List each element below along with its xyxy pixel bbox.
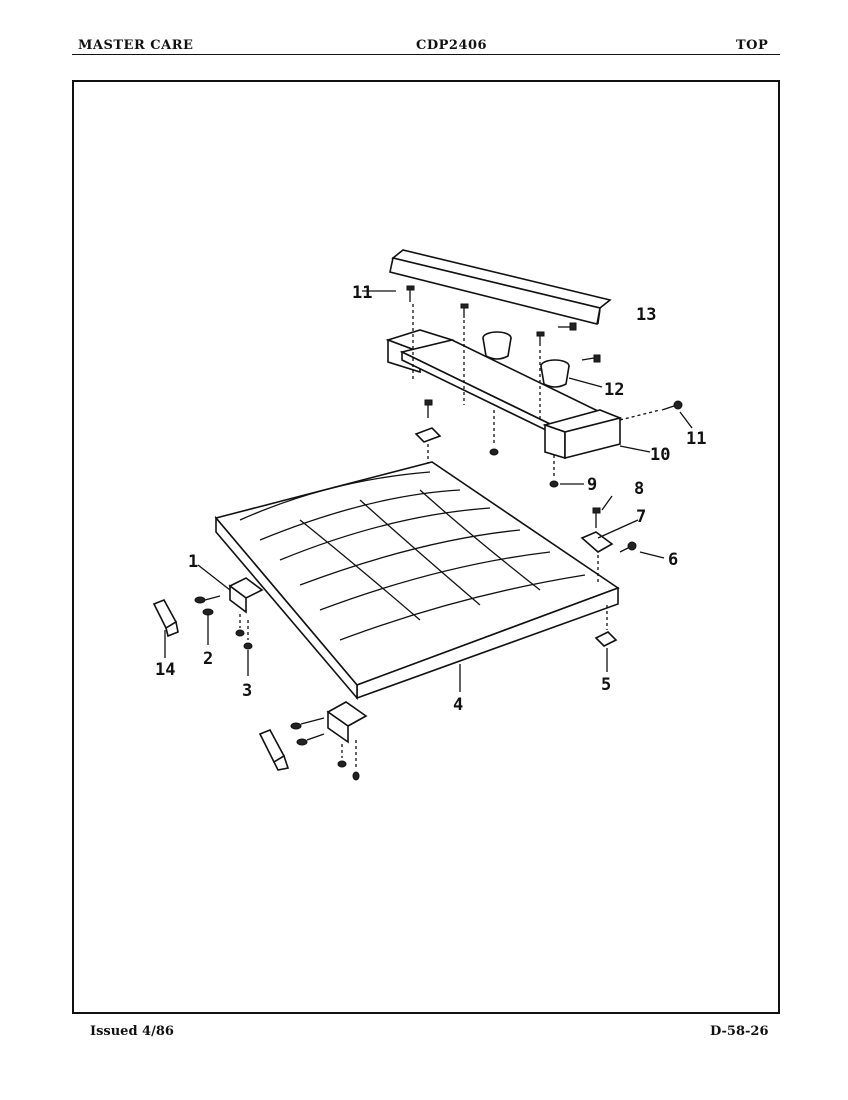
callout-2: 2 bbox=[203, 649, 213, 669]
header-model-number: CDP2406 bbox=[416, 38, 488, 53]
clip-14-part bbox=[152, 598, 179, 658]
console-bracket-part bbox=[385, 329, 651, 460]
callout-4: 4 bbox=[453, 695, 463, 715]
callout-1: 1 bbox=[188, 552, 198, 572]
hinge-7-part bbox=[580, 495, 665, 585]
callout-9: 9 bbox=[587, 475, 597, 495]
callout-7: 7 bbox=[636, 507, 646, 527]
lower-bracket-part bbox=[258, 701, 368, 781]
callout-11-left: 11 bbox=[352, 283, 372, 303]
callout-13: 13 bbox=[636, 305, 656, 325]
screw-9-part bbox=[489, 410, 584, 488]
wood-top-part bbox=[214, 461, 620, 701]
callout-6: 6 bbox=[668, 550, 678, 570]
center-clip-part bbox=[414, 399, 442, 470]
header-section: TOP bbox=[736, 38, 769, 53]
callout-14: 14 bbox=[155, 660, 175, 680]
footer-document-code: D-58-26 bbox=[710, 1024, 769, 1039]
callout-12: 12 bbox=[604, 380, 624, 400]
diagram-frame bbox=[72, 80, 780, 1014]
footer-issued-date: Issued 4/86 bbox=[90, 1024, 174, 1039]
bracket-1-part bbox=[194, 564, 264, 676]
screw-11-part bbox=[362, 285, 693, 429]
header-rule bbox=[72, 54, 780, 55]
callout-10: 10 bbox=[650, 445, 670, 465]
callout-8: 8 bbox=[634, 479, 644, 499]
callout-5: 5 bbox=[601, 675, 611, 695]
trim-cover-part bbox=[389, 249, 612, 325]
header-brand: MASTER CARE bbox=[78, 38, 194, 53]
knob-part bbox=[482, 331, 603, 388]
callout-3: 3 bbox=[242, 681, 252, 701]
callout-11-right: 11 bbox=[686, 429, 706, 449]
pad-5-part bbox=[594, 605, 618, 672]
